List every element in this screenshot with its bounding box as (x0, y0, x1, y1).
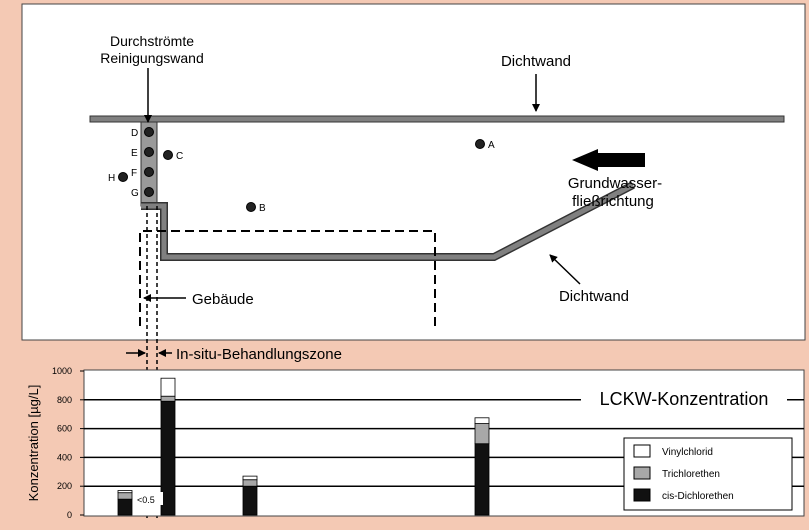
bar-segment-vinylchlorid (160, 377, 176, 397)
chart-annotation: <0.5 (137, 495, 155, 505)
annotation-bg (133, 492, 163, 505)
well-a (475, 139, 485, 149)
well-g (144, 187, 154, 197)
legend-label-trichlorethen: Trichlorethen (662, 469, 720, 480)
legend-swatch-cis-dichlorethen (633, 488, 651, 502)
bar-segment-vinylchlorid (242, 475, 258, 481)
legend-swatch-vinylchlorid (633, 444, 651, 458)
well-b (246, 202, 256, 212)
label-zone: In-situ-Behandlungszone (176, 346, 342, 363)
label-dichtwand-top: Dichtwand (501, 53, 571, 70)
well-label-c: C (176, 151, 183, 162)
well-label-b: B (259, 203, 266, 214)
y-tick-label: 200 (57, 481, 72, 491)
wells (118, 127, 485, 212)
well-d (144, 127, 154, 137)
legend-label-cis-dichlorethen: cis-Dichlorethen (662, 491, 734, 502)
flow-arrow-icon (572, 149, 645, 171)
label-wall-bottom: Reinigungswand (100, 50, 204, 66)
bar-segment-cis-dichlorethen (242, 485, 258, 516)
label-gw-line2: fließrichtung (572, 193, 654, 210)
well-label-g: G (131, 188, 139, 199)
label-gebaeude: Gebäude (192, 291, 254, 308)
bar-segment-trichlorethen (242, 479, 258, 487)
bar-segment-vinylchlorid (474, 417, 490, 424)
well-label-e: E (131, 148, 138, 159)
label-dichtwand-bottom: Dichtwand (559, 288, 629, 305)
bar-segment-vinylchlorid (117, 490, 133, 494)
y-tick-label: 400 (57, 452, 72, 462)
well-h (118, 172, 128, 182)
bar-segment-trichlorethen (474, 423, 490, 445)
bar-segment-cis-dichlorethen (117, 498, 133, 516)
building-outline (139, 230, 436, 326)
well-label-d: D (131, 128, 138, 139)
chart-title: LCKW-Konzentration (600, 389, 769, 409)
well-e (144, 147, 154, 157)
chart-ylabel: Konzentration [µg/L] (26, 385, 41, 502)
label-gw-line1: Grundwasser- (568, 175, 662, 192)
y-tick-label: 1000 (52, 366, 72, 376)
arrow-to-dichtwand-bottom (549, 254, 581, 285)
y-tick-label: 0 (67, 510, 72, 520)
bar-segment-trichlorethen (117, 492, 133, 500)
legend-label-vinylchlorid: Vinylchlorid (662, 447, 713, 458)
chart-title-bg (581, 386, 787, 410)
well-label-h: H (108, 173, 115, 184)
label-wall-top: Durchströmte (110, 33, 194, 49)
chart-bars (117, 377, 490, 516)
legend-swatch-trichlorethen (633, 466, 651, 480)
chart-ticks: 0 200 400 600 800 1000 (52, 366, 84, 520)
bar-segment-trichlorethen (160, 395, 176, 402)
well-f (144, 167, 154, 177)
bar-segment-cis-dichlorethen (474, 443, 490, 516)
well-c (163, 150, 173, 160)
dichtwand-top (89, 115, 785, 123)
well-label-f: F (131, 168, 137, 179)
y-tick-label: 800 (57, 395, 72, 405)
well-label-a: A (488, 140, 495, 151)
bar-segment-cis-dichlorethen (160, 400, 176, 516)
chart-legend (623, 437, 793, 511)
y-tick-label: 600 (57, 424, 72, 434)
